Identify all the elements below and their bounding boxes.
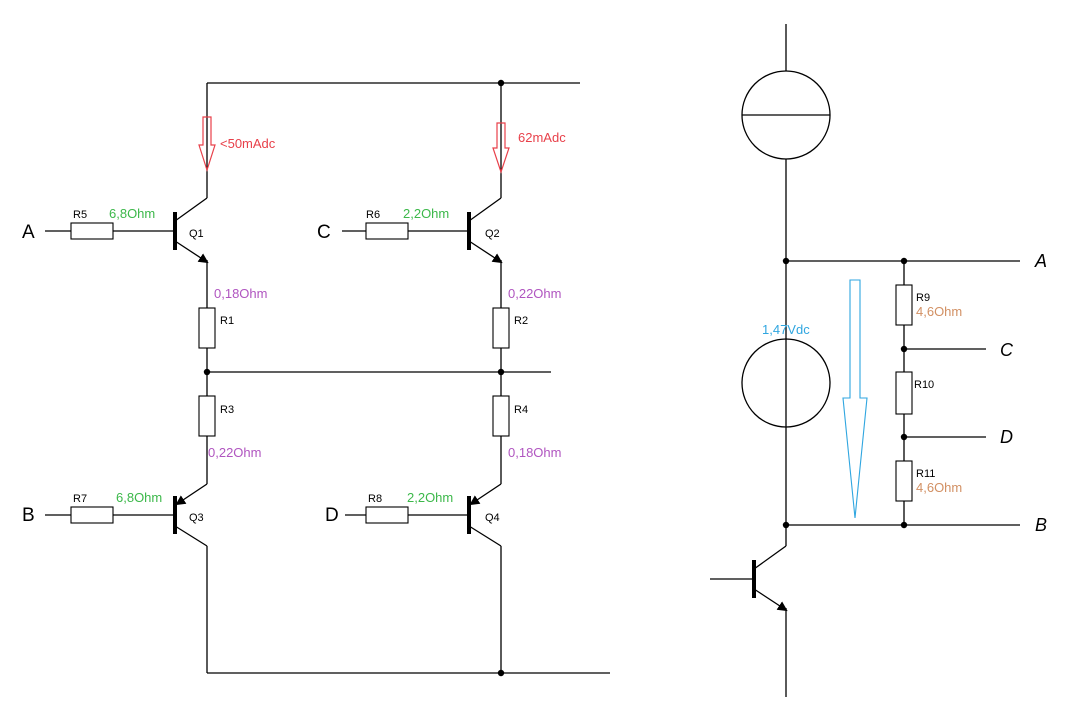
r7-ref: R7 xyxy=(73,493,87,505)
r11-ref: R11 xyxy=(916,468,935,480)
net-label-b-right: B xyxy=(1035,515,1047,535)
r1-ref: R1 xyxy=(220,315,234,327)
net-label-c-right: C xyxy=(1000,340,1014,360)
net-label-d: D xyxy=(325,505,339,526)
resistor-r9 xyxy=(895,284,913,326)
q4-collector xyxy=(468,525,502,547)
r6-ref: R6 xyxy=(366,209,380,221)
r5-value: 6,8Ohm xyxy=(109,206,155,221)
net-label-b: B xyxy=(22,505,35,526)
resistor-r5 xyxy=(70,222,114,240)
r3-value: 0,22Ohm xyxy=(208,445,261,460)
resistor-r6 xyxy=(365,222,409,240)
current-label-q1: <50mAdc xyxy=(220,136,276,151)
r3-ref: R3 xyxy=(220,404,234,416)
r2-ref: R2 xyxy=(514,315,528,327)
q4-emitter xyxy=(469,483,502,506)
resistor-r11 xyxy=(895,460,913,502)
q4-ref: Q4 xyxy=(485,512,500,524)
resistor-r1 xyxy=(198,307,216,349)
q1-ref: Q1 xyxy=(189,228,204,240)
left-circuit: <50mAdc 62mAdc Q1 Q2 R1 0,18Ohm R2 0,22O… xyxy=(22,79,610,677)
q3-collector xyxy=(174,525,208,547)
voltage-label: 1,47Vdc xyxy=(762,322,810,337)
q2-ref: Q2 xyxy=(485,228,500,240)
r4-value: 0,18Ohm xyxy=(508,445,561,460)
junction-dot xyxy=(900,521,908,529)
junction-dot xyxy=(782,257,790,265)
q2-emitter xyxy=(468,240,503,264)
r4-ref: R4 xyxy=(514,404,528,416)
current-arrow-q2 xyxy=(492,122,510,174)
net-label-c: C xyxy=(317,222,331,243)
right-circuit: A 1,47Vdc R9 4,6Ohm C R10 D R11 4,6Ohm B xyxy=(710,24,1047,697)
r9-value: 4,6Ohm xyxy=(916,304,962,319)
q3-emitter xyxy=(175,483,208,506)
junction-dot xyxy=(497,669,505,677)
r8-value: 2,2Ohm xyxy=(407,490,453,505)
resistor-r3 xyxy=(198,395,216,437)
net-label-d-right: D xyxy=(1000,427,1013,447)
junction-dot xyxy=(497,368,505,376)
r7-value: 6,8Ohm xyxy=(116,490,162,505)
q3-ref: Q3 xyxy=(189,512,204,524)
voltage-arrow xyxy=(842,279,868,519)
q2-collector xyxy=(468,197,502,222)
resistor-r2 xyxy=(492,307,510,349)
current-label-q2: 62mAdc xyxy=(518,130,566,145)
net-label-a: A xyxy=(22,222,35,243)
junction-dot xyxy=(203,368,211,376)
q1-emitter xyxy=(174,240,209,264)
r11-value: 4,6Ohm xyxy=(916,480,962,495)
r5-ref: R5 xyxy=(73,209,87,221)
resistor-r7 xyxy=(70,506,114,524)
junction-dot xyxy=(782,521,790,529)
resistor-r8 xyxy=(365,506,409,524)
resistor-r4 xyxy=(492,395,510,437)
r2-value: 0,22Ohm xyxy=(508,286,561,301)
net-label-a-right: A xyxy=(1034,251,1047,271)
r8-ref: R8 xyxy=(368,493,382,505)
r10-ref: R10 xyxy=(914,379,934,391)
r1-value: 0,18Ohm xyxy=(214,286,267,301)
r9-ref: R9 xyxy=(916,292,930,304)
r6-value: 2,2Ohm xyxy=(403,206,449,221)
resistor-r10 xyxy=(895,371,913,415)
q1-collector xyxy=(174,197,208,222)
current-arrow-q1 xyxy=(198,116,216,172)
output-transistor-collector xyxy=(753,545,787,570)
output-transistor-emitter xyxy=(753,588,788,612)
